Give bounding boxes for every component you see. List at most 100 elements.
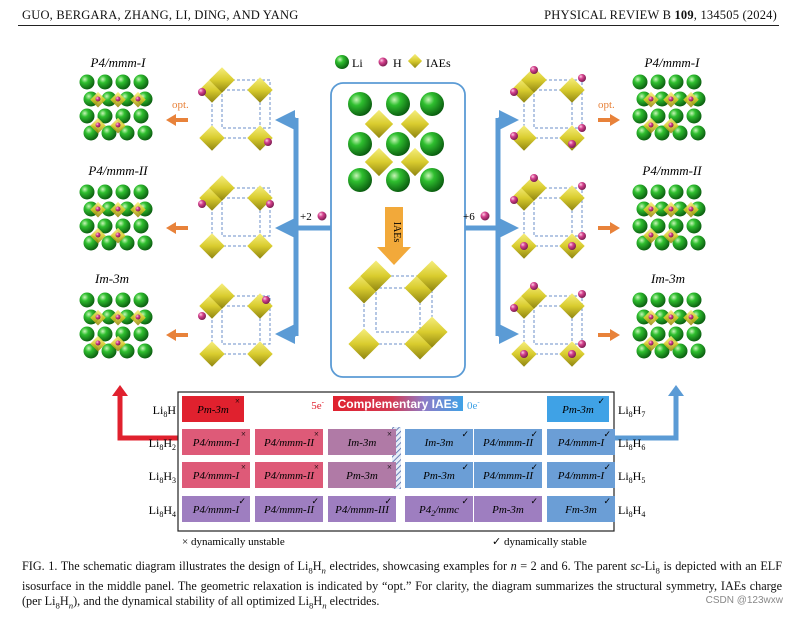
h-atom [510, 88, 518, 96]
li-atom [650, 292, 666, 308]
cell-bg [328, 462, 396, 488]
left-formula-1: Li8H2 [149, 436, 176, 452]
h-atom [95, 206, 101, 212]
li-atom [101, 125, 117, 141]
iae-arrow-label: IAEs [391, 222, 402, 243]
cell-label: Pm-3m [561, 404, 594, 416]
symmetry-table: Complementary IAEs 5e- 0e- [177, 391, 615, 532]
phase-label-right-top: P4/mmm-I [644, 55, 701, 70]
phase-label-right-bot: Im-3m [650, 271, 685, 286]
li-atom [632, 184, 648, 200]
li-atom [133, 292, 149, 308]
stable-mark: ✓ [603, 496, 611, 506]
h-atom [688, 206, 694, 212]
h-atom [648, 232, 654, 238]
plus-6-label: +6 [463, 211, 475, 223]
cell-r1-c0: P4/mmm-I× [182, 429, 250, 455]
right-formula-0: Li8H7 [618, 403, 645, 419]
running-header-authors: GUO, BERGARA, ZHANG, LI, DING, AND YANG [22, 8, 299, 22]
cell-r3-c0: P4/mmm-I✓ [182, 496, 250, 522]
li-atom [115, 292, 131, 308]
header-rule [18, 25, 779, 26]
struct-right-top [632, 74, 706, 141]
li-atom [668, 292, 684, 308]
h-atom [668, 122, 674, 128]
cell-label: P4/mmm-II [263, 437, 315, 449]
li-atom [101, 201, 117, 217]
li-atom [348, 168, 372, 192]
li-atom [79, 292, 95, 308]
stable-mark: ✓ [603, 429, 611, 439]
opt-label-left: opt. [172, 99, 189, 111]
h-atom [198, 312, 206, 320]
iae-down-arrow: IAEs [377, 207, 411, 265]
h-atom [510, 304, 518, 312]
li-atom [119, 343, 135, 359]
journal-article: , 134505 (2024) [693, 8, 777, 22]
opt-label-right: opt. [598, 99, 615, 111]
cell-label: Pm-3m [491, 504, 524, 516]
cell-left-top [198, 67, 273, 151]
cell-r0-left: Pm-3m × [182, 396, 244, 422]
li-atom [654, 343, 670, 359]
li-atom [654, 125, 670, 141]
cell-r1-c5: P4/mmm-I✓ [547, 429, 615, 455]
struct-left-mid [79, 184, 153, 251]
li-atom [115, 184, 131, 200]
cell-label: Fm-3m [564, 504, 597, 516]
cell-label: Pm-3m [196, 404, 229, 416]
running-header-journal: PHYSICAL REVIEW B 109, 134505 (2024) [544, 8, 777, 23]
li-atom [632, 74, 648, 90]
stable-mark: ✓ [311, 496, 319, 506]
red-up-arrow [117, 392, 178, 441]
left-formula-0: Li8H [153, 403, 177, 419]
iae-blob [199, 233, 225, 259]
right-e-label: 0e- [467, 398, 480, 412]
cell-bg [255, 462, 323, 488]
iae-blob [559, 125, 585, 151]
h-atom [530, 282, 538, 290]
legend: Li H IAEs [335, 53, 451, 70]
plus-2-label: +2 [300, 211, 312, 223]
li-atom [672, 235, 688, 251]
cell-bg [255, 429, 323, 455]
li-atom [650, 74, 666, 90]
h-atom [668, 96, 674, 102]
li-atom [654, 91, 670, 107]
h-atom [198, 88, 206, 96]
cell-bg [182, 396, 244, 422]
li-atom [386, 92, 410, 116]
cell-label: P4/mmm-II [482, 470, 534, 482]
table-border [177, 391, 615, 532]
iae-blob [416, 260, 448, 292]
iae-blob [364, 109, 394, 139]
iae-legend-icon [407, 53, 423, 69]
li-atom [654, 201, 670, 217]
h-added-icon-left [317, 211, 327, 221]
stable-mark: ✓ [461, 496, 469, 506]
cell-bg [547, 429, 615, 455]
h-atom [510, 196, 518, 204]
iae-blob [364, 147, 394, 177]
cell-r3-c5: Fm-3m ✓ [547, 496, 615, 522]
stable-mark: ✓ [530, 462, 538, 472]
li-atom [686, 326, 702, 342]
cell-r2-c0: P4/mmm-I× [182, 462, 250, 488]
li-atom [672, 201, 688, 217]
h-atom [115, 206, 121, 212]
iae-blob [559, 185, 585, 211]
right-bracket-arrows [465, 110, 519, 344]
h-atom [95, 96, 101, 102]
unstable-mark: × [241, 462, 246, 472]
legend-h-label: H [393, 56, 402, 70]
legend-iae-label: IAEs [426, 56, 451, 70]
h-atom [568, 140, 576, 148]
cell-label: P4/mmm-II [263, 504, 315, 516]
cell-bg [474, 429, 542, 455]
li-atom [672, 309, 688, 325]
cell-r3-c1: P4/mmm-II✓ [255, 496, 323, 522]
h-atom [688, 314, 694, 320]
li-atom [119, 91, 135, 107]
unstable-mark: × [235, 396, 240, 406]
li-atom [79, 184, 95, 200]
